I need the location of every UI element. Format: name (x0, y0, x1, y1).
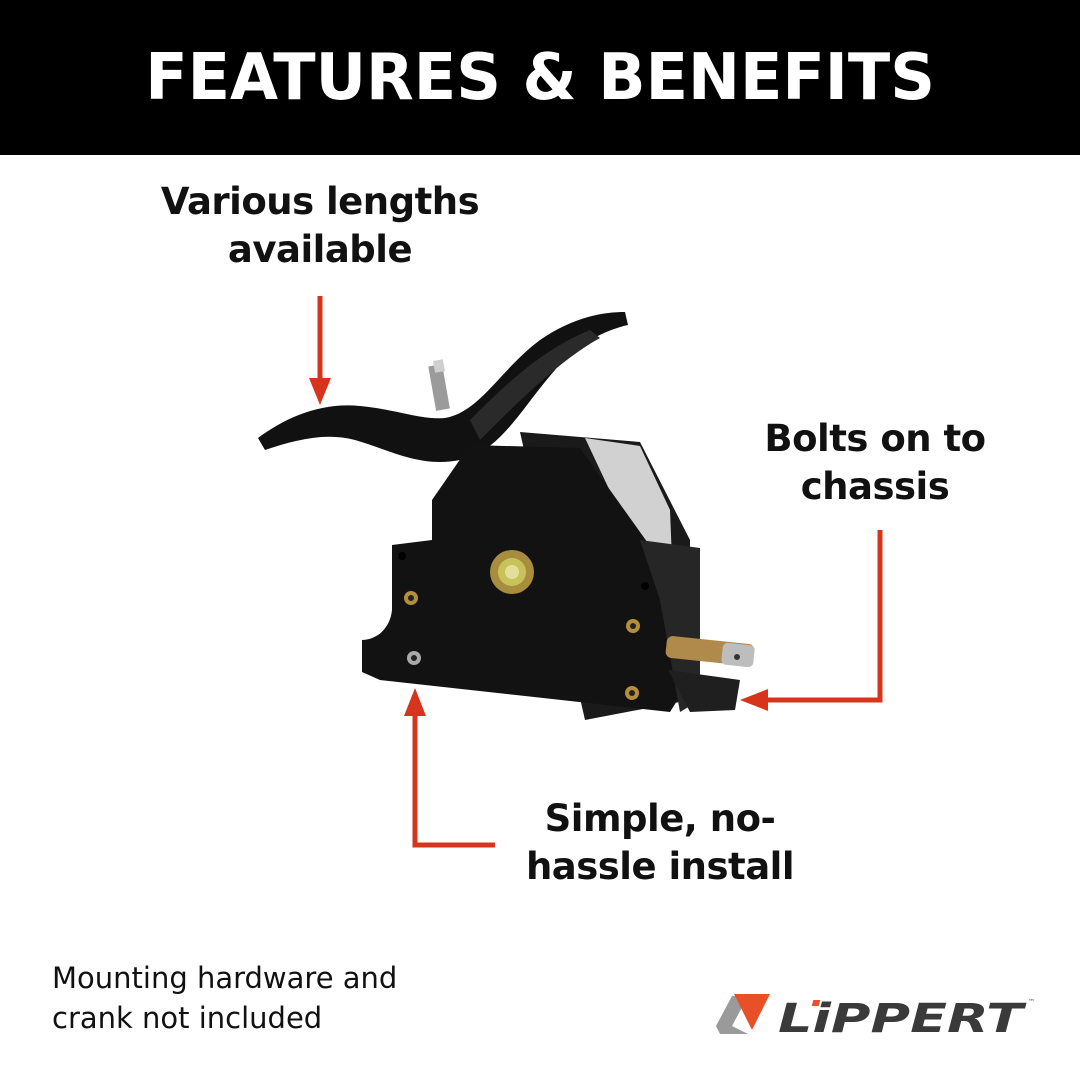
note-text: Mounting hardware and (52, 961, 398, 995)
callout-text: available (227, 228, 413, 271)
callout-text: hassle install (525, 845, 795, 888)
callout-simple-install: Simple, no- hassle install (500, 795, 820, 891)
callout-text: Various lengths (160, 180, 480, 223)
note-text: crank not included (52, 1001, 323, 1035)
callout-text: Bolts on to (764, 417, 986, 460)
product-body (362, 432, 755, 720)
arrow-install-icon (404, 688, 495, 848)
arrow-lengths-icon (309, 296, 331, 405)
callout-text: chassis (800, 465, 950, 508)
arrow-bolts-icon (740, 530, 883, 711)
callout-text: Simple, no- (544, 797, 776, 840)
svg-text:LiPPERT: LiPPERT (778, 996, 1027, 1042)
svg-text:™: ™ (1028, 998, 1035, 1006)
callout-various-lengths: Various lengths available (150, 178, 490, 274)
header-banner: FEATURES & BENEFITS (0, 0, 1080, 155)
product-handle (258, 312, 628, 462)
brand-logo: LiPPERT ™ (712, 990, 1042, 1042)
callout-bolts-chassis: Bolts on to chassis (740, 415, 1010, 511)
page-title: FEATURES & BENEFITS (145, 40, 935, 115)
footer-note: Mounting hardware and crank not included (52, 958, 397, 1038)
lippert-mark-icon: LiPPERT ™ (716, 994, 1035, 1042)
